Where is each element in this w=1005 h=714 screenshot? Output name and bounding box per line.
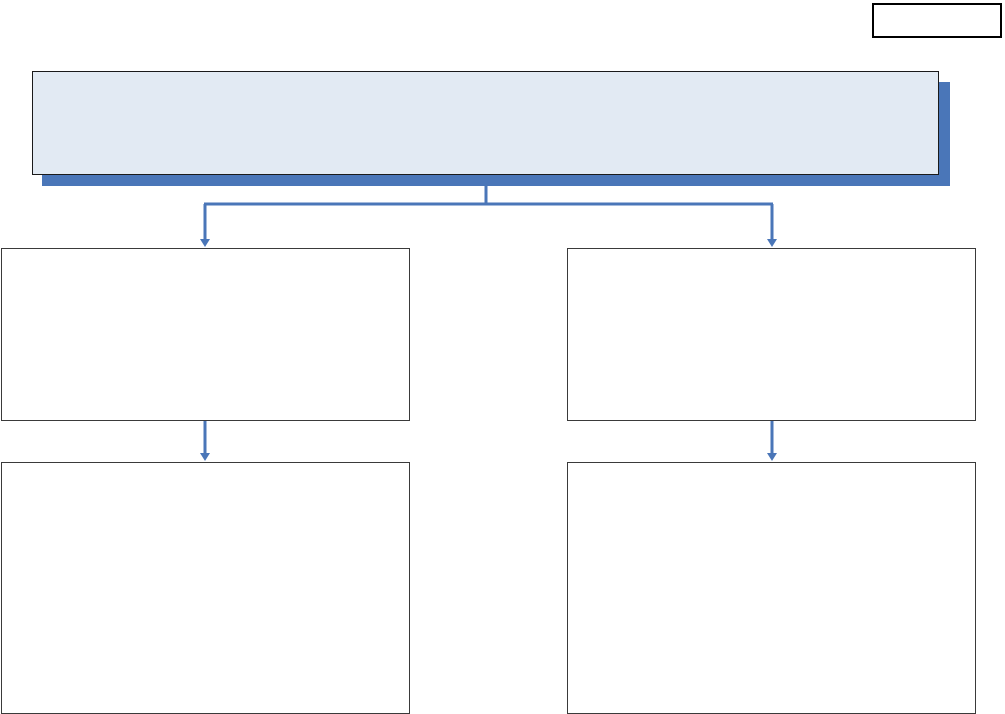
corner-label-box [872,3,1002,38]
box-bottom-left [1,462,410,714]
arrowhead-top-left [200,239,210,247]
arrowhead-bottom-left [200,453,210,461]
box-top-right [567,248,976,421]
arrowhead-bottom-right [767,453,777,461]
box-bottom-right [567,462,976,714]
box-top-left [1,248,410,421]
header-box [32,71,939,175]
arrowhead-top-right [767,239,777,247]
